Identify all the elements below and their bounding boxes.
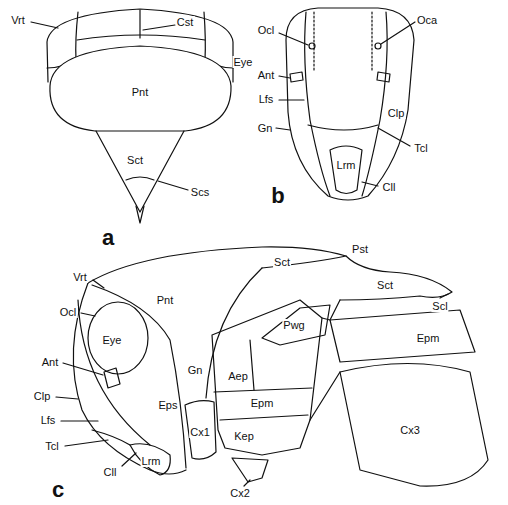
part-label: Scs — [190, 186, 210, 198]
part-label: Gn — [257, 122, 274, 134]
ocellar-line — [371, 12, 372, 70]
part-label: Lrm — [141, 455, 162, 467]
part-label: Vrt — [10, 14, 26, 26]
panel-letter: c — [51, 479, 65, 501]
part-label: Ant — [41, 356, 60, 368]
sclerite-border — [250, 340, 254, 390]
ocellus — [309, 43, 315, 49]
leader-line — [61, 420, 98, 421]
ocellus — [375, 43, 381, 49]
sclerite-border — [310, 300, 340, 420]
panel-letter: b — [270, 185, 285, 207]
metepimeron — [330, 310, 475, 362]
labrum-outline — [130, 444, 170, 475]
leader-line — [93, 280, 104, 288]
part-label: Clp — [387, 107, 406, 119]
part-label: Lfs — [40, 414, 57, 426]
leader-line — [122, 453, 136, 466]
part-label: Ant — [257, 69, 276, 81]
part-label: Tcl — [413, 142, 428, 154]
part-label: Cx1 — [189, 426, 211, 438]
part-label: Pst — [351, 243, 369, 255]
part-label: Vrt — [72, 271, 88, 283]
leader-line — [65, 440, 108, 446]
part-label: Lrm — [336, 159, 357, 171]
scutellum-outline — [340, 256, 452, 300]
part-label: Clp — [33, 390, 52, 402]
wing-base — [262, 305, 330, 345]
leader-line — [279, 99, 304, 100]
frons-border — [305, 12, 330, 196]
scutellum-spine — [136, 206, 144, 223]
leader-line — [31, 22, 58, 28]
antenna — [290, 72, 303, 82]
part-label: Sct — [126, 154, 144, 166]
part-label: Eye — [102, 334, 123, 346]
sclerite-border — [220, 415, 308, 420]
part-label: Ocl — [59, 306, 78, 318]
part-label: Aep — [227, 370, 249, 382]
part-label: Pnt — [131, 86, 150, 98]
antenna — [377, 72, 390, 82]
middle-coxa — [232, 458, 268, 482]
part-label: Scl — [431, 300, 448, 312]
part-label: Epm — [250, 397, 275, 409]
part-label: Cx3 — [399, 424, 421, 436]
part-label: Lfs — [258, 93, 275, 105]
leader-line — [81, 313, 95, 316]
mesothorax-plate — [212, 300, 322, 455]
scutellar-suture — [126, 177, 154, 180]
ocellar-line — [313, 12, 314, 70]
clypeal-line — [308, 125, 378, 130]
part-label: Pwg — [282, 319, 305, 331]
frons-border — [362, 12, 387, 196]
face-outline — [286, 8, 414, 200]
leader-line — [381, 22, 415, 44]
leader-line — [440, 294, 448, 298]
pronotum-outline — [50, 46, 231, 131]
sclerite-border — [214, 388, 312, 392]
leader-line — [378, 128, 410, 146]
vertex-border — [77, 35, 205, 40]
leader-line — [143, 25, 175, 30]
leader-line — [56, 397, 78, 399]
part-label: Epm — [416, 332, 441, 344]
hind-coxa — [340, 364, 488, 487]
part-label: Oca — [416, 14, 438, 26]
part-label: Eps — [158, 399, 179, 411]
part-label: Kep — [233, 430, 255, 442]
part-label: Sct — [376, 279, 394, 291]
labrum-outline — [330, 146, 362, 194]
dorsal-outline — [88, 247, 346, 283]
fore-coxa — [185, 401, 216, 460]
part-label: Ocl — [257, 24, 276, 36]
compound-eye — [88, 302, 148, 374]
leader-line — [279, 76, 290, 78]
part-label: Eye — [233, 56, 254, 68]
clypeal-line — [92, 430, 130, 445]
part-label: Gn — [187, 364, 204, 376]
scutellum-outline — [96, 131, 184, 212]
leader-line — [362, 182, 378, 186]
part-label: Sct — [273, 256, 291, 268]
leader-line — [276, 128, 290, 130]
leader-line — [279, 33, 308, 45]
leader-line — [63, 363, 103, 375]
leader-line — [244, 480, 250, 486]
part-label: Cst — [176, 16, 195, 28]
part-label: Tcl — [44, 440, 59, 452]
part-label: Pnt — [156, 294, 175, 306]
coronal-suture — [139, 10, 140, 38]
leader-line — [158, 181, 188, 190]
part-label: Cx2 — [229, 487, 251, 499]
antenna — [104, 368, 120, 388]
head-outline — [73, 283, 186, 474]
part-label: Cll — [103, 466, 118, 478]
frontal-suture — [78, 300, 150, 445]
part-label: Cll — [382, 181, 397, 193]
panel-letter: a — [101, 227, 115, 249]
